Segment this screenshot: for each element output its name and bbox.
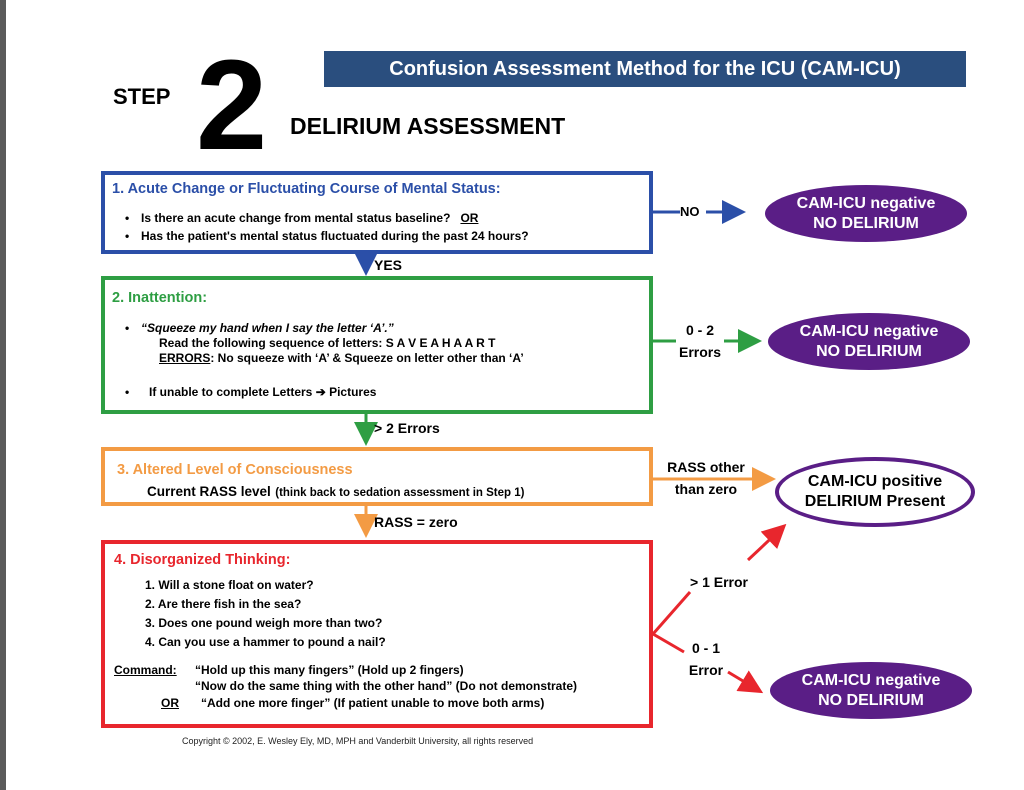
page-subtitle: DELIRIUM ASSESSMENT [290,113,566,139]
label-rass-other-line1: RASS other [667,459,745,475]
step-number: 2 [196,34,267,177]
label-no: NO [680,204,700,219]
label-more-than-1-error: > 1 Error [690,574,748,590]
step-label: STEP [113,84,171,109]
question-1: 1. Will a stone float on water? [145,578,314,592]
bullet-dot: • [125,321,130,335]
command-1: “Hold up this many fingers” (Hold up 2 f… [195,663,464,677]
outcome-positive-line1: CAM-ICU positive [807,473,943,490]
box-consciousness: 3. Altered Level of Consciousness Curren… [101,447,653,506]
letter-sequence: Read the following sequence of letters: … [159,336,496,350]
box-acute-change-title: 1. Acute Change or Fluctuating Course of… [112,181,501,197]
outcome-positive-line2: DELIRIUM Present [804,493,946,510]
box-disorganized-title: 4. Disorganized Thinking: [114,552,291,568]
command-label: Command: [114,663,177,677]
arrow-errors-0-1 [727,670,764,694]
label-more-than-2-errors: > 2 Errors [374,420,440,436]
rass-level-line: Current RASS level (think back to sedati… [147,484,525,499]
box-acute-change: 1. Acute Change or Fluctuating Course of… [101,171,653,254]
outcome-negative-2: CAM-ICU negative NO DELIRIUM [768,313,970,370]
left-edge-bar [0,0,6,790]
banner-title: Confusion Assessment Method for the ICU … [324,51,966,87]
outcome-negative-2-line1: CAM-ICU negative [799,322,939,340]
or-label: OR [161,696,179,710]
arrow-more-than-1-error [746,523,787,562]
box-disorganized-thinking: 4. Disorganized Thinking: 1. Will a ston… [101,540,653,728]
label-errors-0-2-line1: 0 - 2 [685,322,714,338]
outcome-negative-2-line2: NO DELIRIUM [816,342,922,360]
box-inattention: 2. Inattention: • “Squeeze my hand when … [101,276,653,414]
acute-change-question: Is there an acute change from mental sta… [141,211,479,225]
fluctuation-question: Has the patient's mental status fluctuat… [141,229,529,243]
label-rass-zero: RASS = zero [374,514,458,530]
outcome-negative-1-line2: NO DELIRIUM [813,214,919,232]
label-errors-0-1-line1: 0 - 1 [691,640,720,656]
copyright-notice: Copyright © 2002, E. Wesley Ely, MD, MPH… [182,736,534,746]
outcome-negative-1: CAM-ICU negative NO DELIRIUM [765,185,967,242]
label-rass-other-line2: than zero [674,481,738,497]
box-consciousness-title: 3. Altered Level of Consciousness [117,462,353,478]
bullet-dot: • [125,211,130,225]
bullet-dot: • [125,229,130,243]
command-3: “Add one more finger” (If patient unable… [201,696,545,710]
arrow-fork-up [651,591,692,635]
outcome-negative-3-line2: NO DELIRIUM [818,691,924,709]
command-2: “Now do the same thing with the other ha… [195,679,577,693]
question-3: 3. Does one pound weigh more than two? [145,616,383,630]
question-2: 2. Are there fish in the sea? [145,597,302,611]
box-inattention-title: 2. Inattention: [112,290,208,306]
pictures-alternative: If unable to complete Letters ➔ Pictures [149,385,377,399]
outcome-negative-3: CAM-ICU negative NO DELIRIUM [770,662,972,719]
label-errors-0-1-line2: Error [688,662,724,678]
label-errors-0-2-line2: Errors [678,344,722,360]
squeeze-instruction: “Squeeze my hand when I say the letter ‘… [141,321,394,335]
outcome-negative-3-line1: CAM-ICU negative [801,671,941,689]
outcome-positive: CAM-ICU positive DELIRIUM Present [775,457,975,527]
outcome-negative-1-line1: CAM-ICU negative [796,194,936,212]
bullet-dot: • [125,385,130,399]
question-4: 4. Can you use a hammer to pound a nail? [145,635,386,649]
arrow-fork-down [652,632,685,654]
label-yes: YES [374,257,403,273]
errors-definition: ERRORS: No squeeze with ‘A’ & Squeeze on… [159,351,524,365]
